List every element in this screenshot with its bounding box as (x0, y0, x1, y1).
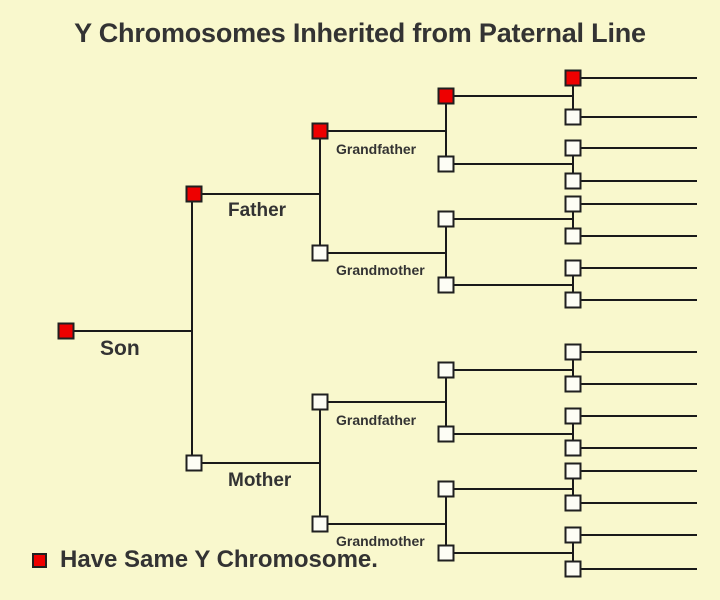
pedigree-node-g4a[interactable] (437, 87, 455, 105)
pedigree-node-g4c[interactable] (437, 210, 455, 228)
pedigree-node-g5p[interactable] (564, 560, 582, 578)
pedigree-node-g4f[interactable] (437, 425, 455, 443)
label-mother: Mother (228, 470, 292, 491)
pedigree-node-g5o[interactable] (564, 526, 582, 544)
pedigree-node-g5a[interactable] (564, 69, 582, 87)
label-son: Son (100, 337, 140, 360)
pedigree-node-mgf[interactable] (311, 393, 329, 411)
label-maternal-grandfather: Grandfather (336, 412, 417, 428)
pedigree-node-g4g[interactable] (437, 480, 455, 498)
pedigree-node-g4d[interactable] (437, 276, 455, 294)
pedigree-node-mgm[interactable] (311, 515, 329, 533)
pedigree-node-g5g[interactable] (564, 259, 582, 277)
pedigree-node-g4e[interactable] (437, 361, 455, 379)
pedigree-node-father[interactable] (185, 185, 203, 203)
pedigree-node-g5b[interactable] (564, 108, 582, 126)
page-title: Y Chromosomes Inherited from Paternal Li… (74, 18, 646, 48)
label-paternal-grandmother: Grandmother (336, 262, 425, 278)
pedigree-node-g5l[interactable] (564, 439, 582, 457)
pedigree-node-g5i[interactable] (564, 343, 582, 361)
pedigree-node-g5d[interactable] (564, 172, 582, 190)
pedigree-node-g5f[interactable] (564, 227, 582, 245)
pedigree-node-son[interactable] (57, 322, 75, 340)
pedigree-node-g5c[interactable] (564, 139, 582, 157)
pedigree-node-pgf[interactable] (311, 122, 329, 140)
pedigree-node-g5e[interactable] (564, 195, 582, 213)
pedigree-node-g4h[interactable] (437, 544, 455, 562)
pedigree-node-g5j[interactable] (564, 375, 582, 393)
legend-text: Have Same Y Chromosome. (60, 546, 378, 573)
pedigree-node-g5m[interactable] (564, 462, 582, 480)
pedigree-node-g5h[interactable] (564, 291, 582, 309)
pedigree-node-g4b[interactable] (437, 155, 455, 173)
label-maternal-grandmother: Grandmother (336, 533, 425, 549)
red-square-marker-icon (32, 553, 47, 568)
pedigree-node-g5n[interactable] (564, 494, 582, 512)
label-paternal-grandfather: Grandfather (336, 141, 417, 157)
label-father: Father (228, 200, 287, 221)
pedigree-node-g5k[interactable] (564, 407, 582, 425)
pedigree-node-pgm[interactable] (311, 244, 329, 262)
pedigree-node-mother[interactable] (185, 454, 203, 472)
